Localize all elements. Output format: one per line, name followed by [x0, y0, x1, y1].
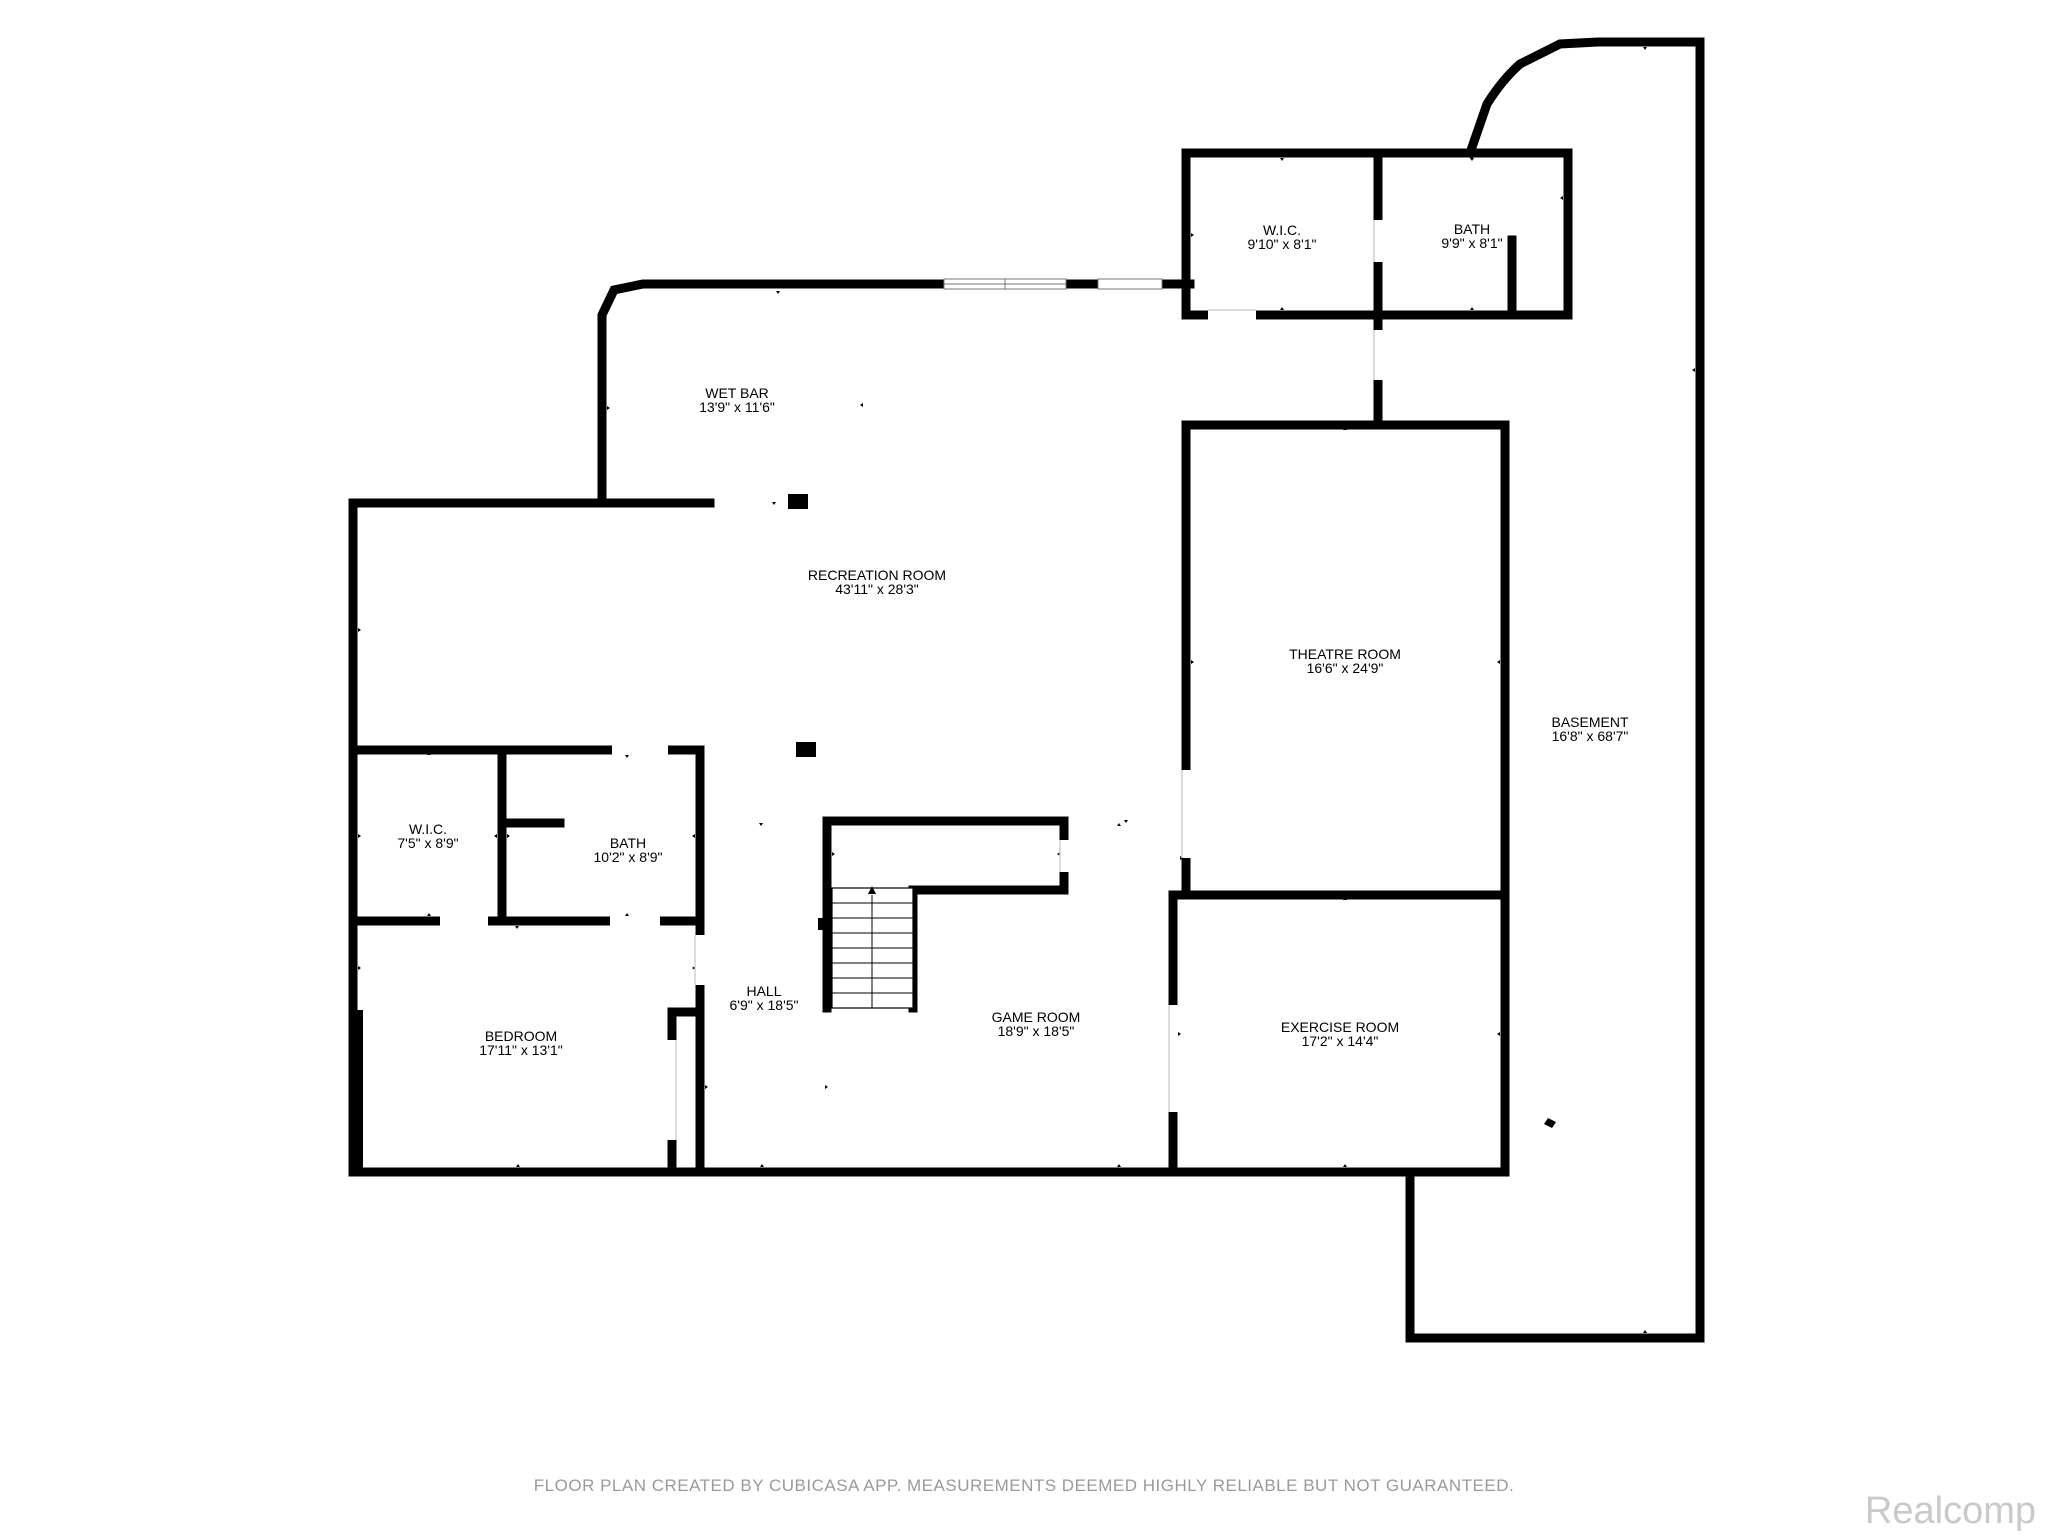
window [943, 278, 1163, 290]
stairs [831, 886, 914, 1009]
upper-interior-walls [1208, 148, 1517, 430]
label-wet-bar-name: WET BAR [705, 385, 769, 401]
label-bath-upper-dim: 9'9" x 8'1" [1441, 235, 1502, 251]
columns [788, 494, 1556, 1128]
door-lines [675, 220, 1375, 1140]
brand-watermark: Realcomp [1864, 1490, 2036, 1532]
label-bath-lower-name: BATH [610, 835, 646, 851]
label-exercise-dim: 17'2" x 14'4" [1302, 1033, 1379, 1049]
label-bath-lower-dim: 10'2" x 8'9" [594, 849, 663, 865]
label-bath-upper-name: BATH [1454, 221, 1490, 237]
lower-left-walls [348, 744, 706, 1177]
label-exercise-name: EXERCISE ROOM [1281, 1019, 1399, 1035]
label-hall-name: HALL [746, 983, 781, 999]
label-wic-lower-name: W.I.C. [409, 821, 447, 837]
wall-markers [358, 47, 1695, 1333]
label-wic-lower-dim: 7'5" x 8'9" [397, 835, 458, 851]
label-basement-name: BASEMENT [1551, 714, 1628, 730]
exterior-walls [348, 37, 1705, 1343]
label-hall-dim: 6'9" x 18'5" [730, 997, 799, 1013]
label-bedroom-name: BEDROOM [485, 1028, 557, 1044]
disclaimer-text: FLOOR PLAN CREATED BY CUBICASA APP. MEAS… [533, 1476, 1515, 1495]
room-labels: W.I.C. 9'10" x 8'1" BATH 9'9" x 8'1" WET… [397, 221, 1629, 1058]
label-game-dim: 18'9" x 18'5" [998, 1023, 1075, 1039]
label-wet-bar-dim: 13'9" x 11'6" [699, 399, 775, 415]
label-bedroom-dim: 17'11" x 13'1" [479, 1042, 563, 1058]
label-basement-dim: 16'8" x 68'7" [1552, 728, 1629, 744]
label-recreation-name: RECREATION ROOM [808, 567, 946, 583]
label-recreation-dim: 43'11" x 28'3" [835, 581, 919, 597]
theatre-exercise-walls [1167, 420, 1510, 1177]
label-theatre-name: THEATRE ROOM [1289, 646, 1401, 662]
label-wic-upper-dim: 9'10" x 8'1" [1248, 236, 1317, 252]
label-theatre-dim: 16'6" x 24'9" [1307, 660, 1384, 676]
label-game-name: GAME ROOM [992, 1009, 1081, 1025]
label-wic-upper-name: W.I.C. [1263, 222, 1301, 238]
